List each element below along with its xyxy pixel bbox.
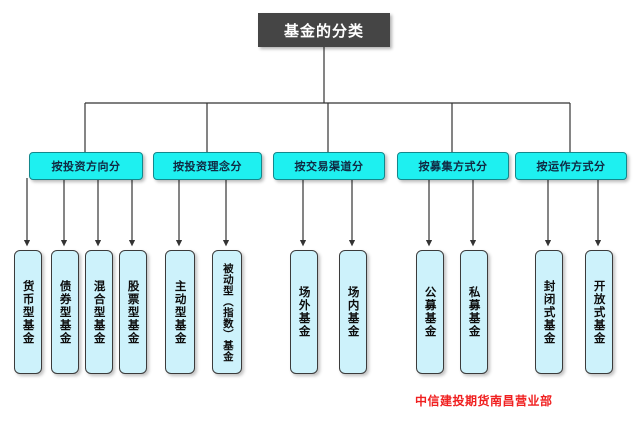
leaf-node-3[interactable]: 股票型基金 [119, 250, 147, 374]
footer-credit: 中信建投期货南昌营业部 [415, 394, 553, 408]
leaf-node-label: 开放式基金 [592, 279, 607, 345]
category-node-label: 按投资理念分 [173, 160, 242, 173]
leaf-node-label: 债券型基金 [58, 279, 73, 345]
root-node-label: 基金的分类 [283, 21, 364, 40]
category-node-2[interactable]: 按交易渠道分 [273, 152, 385, 180]
leaf-node-9[interactable]: 私募基金 [460, 250, 488, 374]
category-node-label: 按募集方式分 [418, 160, 488, 173]
leaf-node-label: 主动型基金 [173, 279, 188, 345]
leaf-node-1[interactable]: 债券型基金 [51, 250, 79, 374]
category-node-0[interactable]: 按投资方向分 [29, 152, 143, 180]
category-node-label: 按投资方向分 [51, 160, 121, 173]
category-node-label: 按运作方式分 [536, 160, 606, 173]
category-node-3[interactable]: 按募集方式分 [397, 152, 509, 180]
leaf-node-7[interactable]: 场内基金 [339, 250, 367, 374]
leaf-node-label: 货币型基金 [21, 279, 36, 345]
leaf-node-label: 封闭式基金 [542, 279, 557, 345]
leaf-node-label: 场内基金 [346, 286, 361, 338]
leaf-node-8[interactable]: 公募基金 [416, 250, 444, 374]
leaf-node-label: 场外基金 [297, 286, 312, 338]
leaf-node-2[interactable]: 混合型基金 [85, 250, 113, 374]
root-node-fund-classification[interactable]: 基金的分类 [258, 13, 390, 47]
leaf-node-label: 股票型基金 [126, 279, 141, 345]
leaf-node-label: 私募基金 [467, 286, 482, 338]
leaf-node-6[interactable]: 场外基金 [290, 250, 318, 374]
category-node-4[interactable]: 按运作方式分 [515, 152, 627, 180]
leaf-node-11[interactable]: 开放式基金 [585, 250, 613, 374]
leaf-node-label: 混合型基金 [92, 279, 107, 345]
leaf-node-0[interactable]: 货币型基金 [14, 250, 42, 374]
leaf-node-4[interactable]: 主动型基金 [165, 250, 195, 374]
leaf-node-10[interactable]: 封闭式基金 [535, 250, 563, 374]
leaf-node-label: 公募基金 [423, 286, 438, 338]
leaf-node-label: 被动型（指数）基金 [221, 262, 234, 362]
leaf-node-5[interactable]: 被动型（指数）基金 [212, 250, 242, 374]
category-node-label: 按交易渠道分 [294, 160, 364, 173]
category-node-1[interactable]: 按投资理念分 [153, 152, 262, 180]
